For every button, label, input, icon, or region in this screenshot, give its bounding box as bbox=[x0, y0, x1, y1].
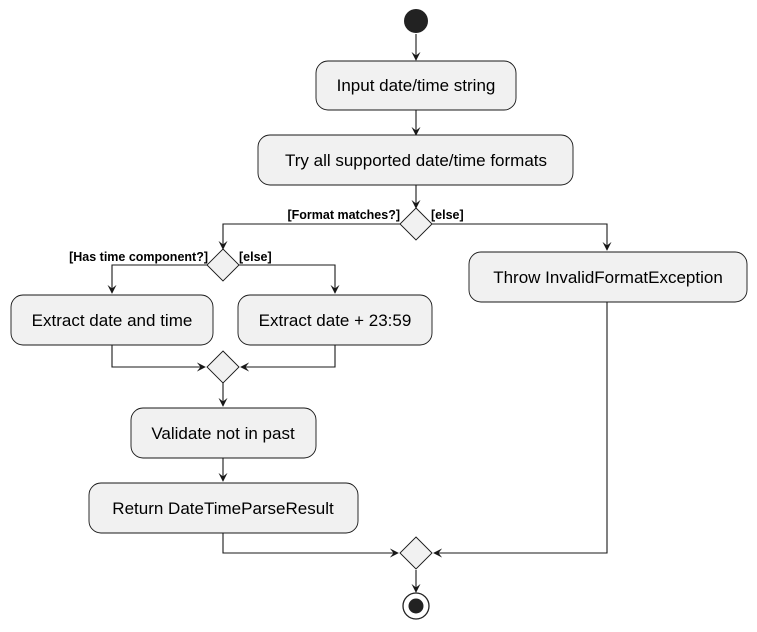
action-validate: Validate not in past bbox=[130, 407, 317, 459]
guard-time-else: [else] bbox=[239, 250, 272, 264]
guard-has-time: [Has time component?] bbox=[69, 250, 208, 264]
edge-extract-date-to-merge bbox=[240, 345, 336, 372]
action-validate-label: Validate not in past bbox=[151, 424, 295, 443]
edge-decision-to-time-check bbox=[218, 223, 400, 250]
action-extract-date-default: Extract date + 23:59 bbox=[237, 294, 433, 346]
edge-time-check-to-extract-datetime bbox=[107, 264, 207, 294]
end-node bbox=[402, 592, 430, 620]
action-extract-date-time: Extract date and time bbox=[10, 294, 214, 346]
guard-format-else: [else] bbox=[431, 208, 464, 222]
action-extract-date-default-label: Extract date + 23:59 bbox=[259, 311, 412, 330]
action-throw-label: Throw InvalidFormatException bbox=[493, 268, 723, 287]
guard-format-matches: [Format matches?] bbox=[287, 208, 400, 222]
action-return-result: Return DateTimeParseResult bbox=[88, 482, 359, 534]
edge-return-to-final-merge bbox=[222, 533, 399, 558]
action-input-label: Input date/time string bbox=[337, 76, 496, 95]
edge-time-check-to-extract-date bbox=[239, 264, 340, 294]
decision-has-time bbox=[206, 248, 240, 282]
start-node bbox=[404, 9, 428, 33]
merge-time-branches bbox=[206, 350, 240, 384]
merge-final bbox=[399, 536, 433, 570]
action-try-formats: Try all supported date/time formats bbox=[257, 134, 574, 186]
action-throw: Throw InvalidFormatException bbox=[468, 251, 748, 303]
decision-format-matches bbox=[399, 207, 433, 241]
edge-throw-to-final-merge bbox=[433, 302, 608, 558]
action-try-formats-label: Try all supported date/time formats bbox=[285, 151, 547, 170]
action-input: Input date/time string bbox=[315, 60, 517, 111]
action-extract-date-time-label: Extract date and time bbox=[32, 311, 193, 330]
edge-extract-datetime-to-merge bbox=[111, 345, 206, 372]
edge-decision-to-throw bbox=[432, 223, 612, 251]
action-return-result-label: Return DateTimeParseResult bbox=[112, 499, 334, 518]
